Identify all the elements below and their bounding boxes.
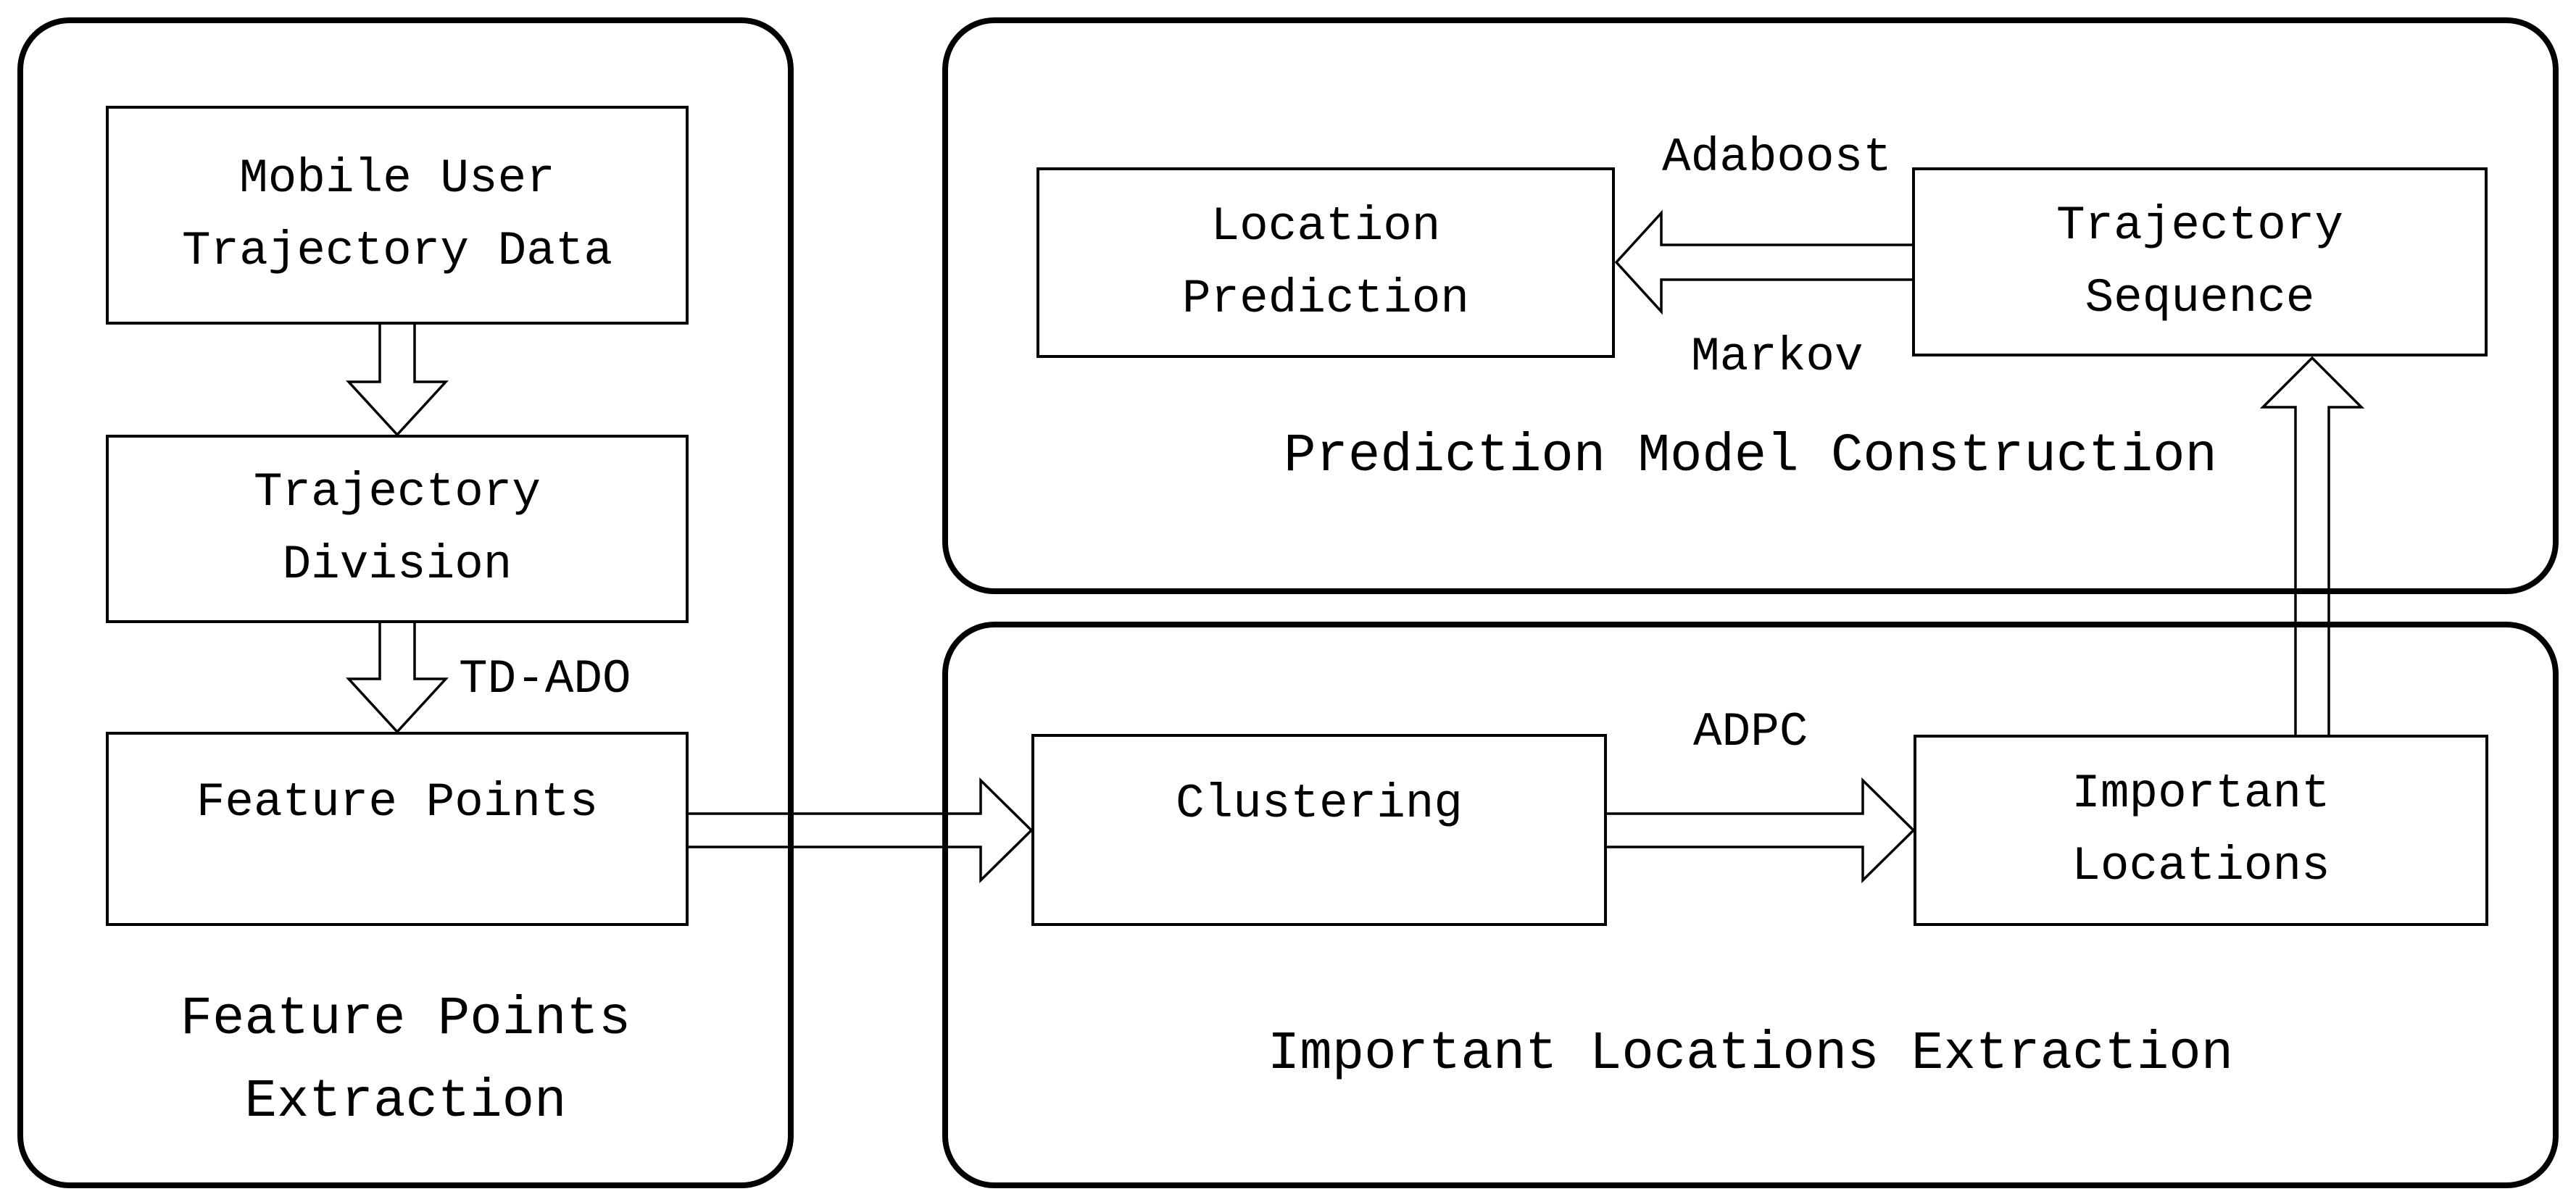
- box-important-locations: Important Locations: [1914, 735, 2488, 926]
- box-label-line: Trajectory Data: [181, 224, 613, 278]
- box-label: Trajectory Division: [254, 456, 541, 601]
- box-label: Trajectory Sequence: [2056, 190, 2343, 335]
- box-label-line: Clustering: [1175, 776, 1463, 831]
- box-label: Important Locations: [2072, 758, 2330, 903]
- box-label-line: Locations: [2072, 839, 2330, 893]
- label-markov: Markov: [1691, 330, 1864, 384]
- panel-important-locations-extraction: [942, 622, 2559, 1188]
- panel-feature-points-extraction: [17, 17, 794, 1188]
- caption-important-locations-extraction: Important Locations Extraction: [1267, 1024, 2234, 1085]
- caption-feature-points-extraction: Feature Points Extraction: [17, 978, 794, 1143]
- caption-prediction-model-construction: Prediction Model Construction: [1284, 426, 2217, 487]
- box-label: Location Prediction: [1182, 191, 1469, 335]
- box-label: Clustering: [1176, 780, 1463, 828]
- box-label-line: Prediction: [1181, 271, 1470, 326]
- box-label: Feature Points: [196, 779, 599, 827]
- box-trajectory-sequence: Trajectory Sequence: [1912, 167, 2488, 356]
- box-label-line: Sequence: [2085, 270, 2315, 325]
- panel-prediction-model-construction: [942, 17, 2559, 594]
- box-label: Mobile User Trajectory Data: [182, 143, 612, 288]
- label-adaboost: Adaboost: [1662, 130, 1892, 185]
- box-label-line: Feature Points: [196, 775, 599, 830]
- label-td-ado: TD-ADO: [459, 652, 631, 706]
- box-location-prediction: Location Prediction: [1036, 167, 1615, 358]
- box-label-line: Division: [282, 538, 512, 592]
- box-feature-points: Feature Points: [106, 732, 689, 926]
- box-label-line: Trajectory: [2056, 198, 2344, 253]
- box-label-line: Trajectory: [253, 465, 541, 519]
- box-label-line: Important: [2072, 767, 2330, 821]
- box-label-line: Location: [1210, 199, 1441, 254]
- box-label-line: Mobile User: [239, 151, 555, 206]
- caption-line: Feature Points: [180, 989, 631, 1050]
- box-mobile-user-trajectory-data: Mobile User Trajectory Data: [106, 106, 689, 325]
- label-adpc: ADPC: [1693, 705, 1808, 759]
- box-clustering: Clustering: [1031, 734, 1607, 926]
- caption-line: Extraction: [244, 1072, 567, 1132]
- box-trajectory-division: Trajectory Division: [106, 435, 689, 623]
